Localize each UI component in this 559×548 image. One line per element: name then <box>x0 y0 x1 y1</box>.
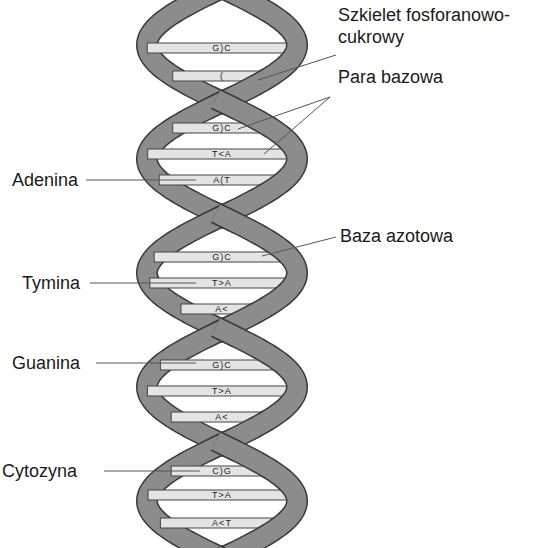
part-label: Guanina <box>12 352 97 374</box>
leader-line <box>258 55 336 80</box>
leader-line <box>96 363 196 364</box>
base-letters: G)C <box>212 44 232 53</box>
base-pair-rung <box>148 490 296 500</box>
leader-line <box>86 180 196 181</box>
base-letters: G)C <box>212 124 232 133</box>
leader-line <box>264 97 330 154</box>
base-letters: A< <box>215 413 228 422</box>
leader-line <box>104 471 200 472</box>
base-letters: T>A <box>212 491 232 500</box>
base-pair-rung <box>148 149 297 159</box>
base-letters: A<T <box>212 519 232 528</box>
part-label: Baza azotowa <box>340 225 480 247</box>
sugar-phosphate-strand <box>216 213 297 333</box>
base-pair-rung <box>147 43 296 53</box>
strand-outline <box>147 213 228 333</box>
part-label: Cytozyna <box>2 460 102 482</box>
base-letters: C)G <box>212 467 232 476</box>
base-letters: G)C <box>212 361 232 370</box>
leader-line <box>90 283 196 284</box>
base-letters: ( <box>220 72 224 81</box>
part-label: Para bazowa <box>338 66 468 88</box>
leader-line <box>262 237 336 256</box>
base-letters: T>A <box>212 279 232 288</box>
sugar-phosphate-strand <box>216 0 297 105</box>
base-letters: A< <box>215 305 228 314</box>
leader-line <box>238 97 330 129</box>
part-label: Adenina <box>12 169 92 191</box>
base-letters: G)C <box>212 253 232 262</box>
strand-outline <box>216 0 297 105</box>
part-label: Szkielet fosforanowo-cukrowy <box>338 4 543 48</box>
base-letters: T<A <box>212 150 232 159</box>
sugar-phosphate-strand <box>147 213 228 333</box>
sugar-phosphate-strand <box>216 99 297 219</box>
part-label: Tymina <box>22 272 92 294</box>
strand-outline <box>216 213 297 333</box>
base-letters: A(T <box>213 176 231 185</box>
base-pair-rung <box>147 386 296 396</box>
base-letters: T>A <box>212 387 232 396</box>
strand-outline <box>216 99 297 219</box>
